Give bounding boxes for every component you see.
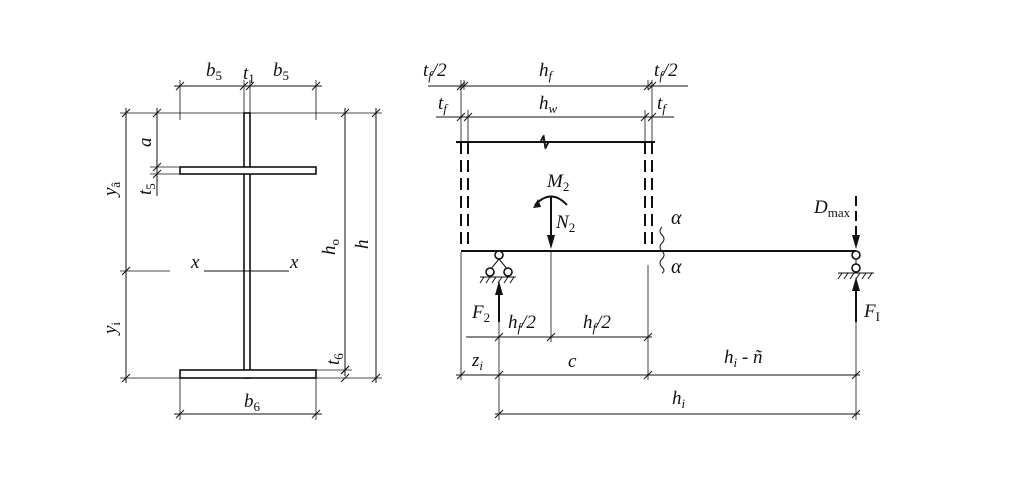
beam-elevation: α α F2 bbox=[423, 60, 880, 420]
label-c: c bbox=[568, 351, 577, 372]
label-t6: t6 bbox=[323, 353, 346, 365]
label-y-top: yâ bbox=[100, 182, 123, 198]
label-h0: ho bbox=[319, 239, 342, 255]
label-x-right: x bbox=[289, 252, 299, 273]
top-flange bbox=[179, 166, 317, 175]
label-b6: b6 bbox=[244, 391, 261, 414]
label-M2: M2 bbox=[546, 171, 569, 194]
label-F2: F2 bbox=[471, 302, 490, 325]
section-cut-mark bbox=[659, 226, 665, 274]
label-hf2-right: hf/2 bbox=[583, 312, 611, 335]
i-section: b5 t1 b5 b6 x x a t5 yâ yi ho h t6 bbox=[100, 60, 382, 420]
label-hi: hi bbox=[672, 388, 686, 411]
label-N2: N2 bbox=[555, 212, 575, 235]
label-Dmax: Dmax bbox=[813, 197, 851, 220]
label-y-bot: yi bbox=[100, 322, 123, 336]
label-hf2-left: hf/2 bbox=[508, 312, 536, 335]
web bbox=[243, 112, 251, 379]
label-alpha-bot: α bbox=[671, 256, 682, 278]
label-tf-left: tf bbox=[438, 93, 449, 116]
label-t1: t1 bbox=[243, 63, 255, 86]
label-hf-top: hf bbox=[539, 60, 555, 83]
label-x-left: x bbox=[190, 252, 200, 273]
left-support bbox=[479, 250, 516, 284]
label-tf-right: tf bbox=[657, 93, 668, 116]
label-zi: zi bbox=[471, 350, 483, 373]
label-b5-left: b5 bbox=[206, 60, 222, 83]
label-t5: t5 bbox=[135, 183, 158, 195]
label-hw: hw bbox=[539, 93, 558, 116]
label-b5-right: b5 bbox=[273, 60, 289, 83]
bottom-flange bbox=[179, 369, 317, 379]
label-a: a bbox=[135, 138, 156, 148]
label-alpha-top: α bbox=[671, 207, 682, 229]
label-h: h bbox=[352, 240, 373, 250]
label-hi-c: hi - ñ bbox=[724, 347, 763, 370]
label-tf2-left: tf/2 bbox=[423, 60, 447, 83]
label-tf2-right: tf/2 bbox=[654, 60, 678, 83]
right-support bbox=[837, 250, 874, 280]
label-F1: FI bbox=[863, 301, 880, 324]
